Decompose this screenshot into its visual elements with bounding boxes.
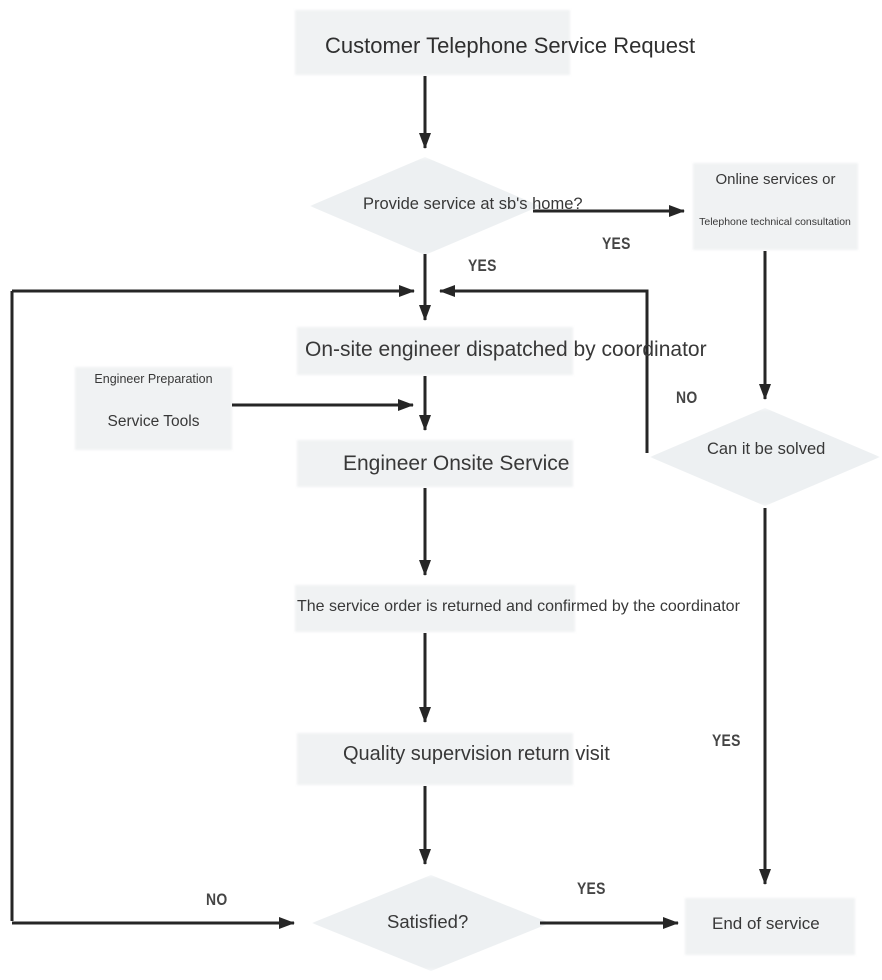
- edge-label-can-solve-no: NO: [676, 388, 698, 407]
- engineer-prep-label-line1: Engineer Preparation: [94, 372, 213, 386]
- edge-label-provide-down-yes: YES: [468, 256, 497, 275]
- can-solve-decision-label: Can it be solved: [707, 440, 826, 458]
- end-node-box: [685, 898, 855, 955]
- engineer-prep-label-line2: Service Tools: [107, 413, 200, 430]
- edge-label-satisfied-no: NO: [206, 890, 228, 909]
- online-services-node-box: [693, 163, 858, 250]
- quality-node-box: [297, 733, 573, 785]
- edge-label-provide-right-yes: YES: [602, 234, 631, 253]
- edge-label-can-solve-yes: YES: [712, 731, 741, 750]
- online-services-label-line2: Telephone technical consultation: [699, 216, 851, 228]
- online-services-label-line1: Online services or: [715, 171, 836, 188]
- onsite-service-node-label: Engineer Onsite Service: [343, 452, 570, 475]
- end-node-label: End of service: [712, 914, 820, 933]
- provide-home-decision-label: Provide service at sb's home?: [363, 195, 583, 213]
- order-return-node-label: The service order is returned and confir…: [297, 598, 740, 615]
- dispatch-node-label: On-site engineer dispatched by coordinat…: [305, 338, 707, 361]
- order-return-node-box: [295, 585, 575, 632]
- quality-node-label: Quality supervision return visit: [343, 743, 610, 765]
- engineer-prep-node-box: [75, 367, 232, 450]
- request-node-box: [295, 10, 570, 75]
- request-node-label: Customer Telephone Service Request: [325, 33, 696, 58]
- edge-label-satisfied-yes: YES: [577, 879, 606, 898]
- satisfied-decision-label: Satisfied?: [387, 911, 469, 932]
